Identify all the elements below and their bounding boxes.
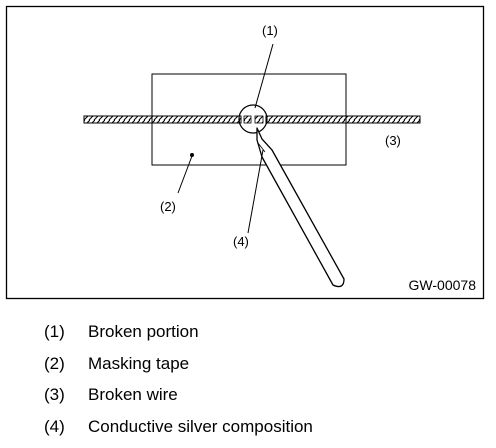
legend: (1) Broken portion (2) Masking tape (3) …	[44, 322, 313, 448]
callout-3: (3)	[385, 133, 401, 148]
legend-item: (2) Masking tape	[44, 354, 313, 386]
legend-item: (4) Conductive silver composition	[44, 417, 313, 448]
leader-2	[177, 155, 193, 194]
legend-number: (4)	[44, 416, 65, 436]
leader-1	[254, 43, 274, 109]
callout-1: (1)	[262, 23, 278, 38]
broken-wire	[83, 115, 421, 124]
legend-number: (3)	[44, 385, 65, 404]
legend-item: (1) Broken portion	[44, 322, 313, 354]
leader-4	[247, 149, 264, 234]
repair-diagram: (1) (2) (3) (4) GW-00078	[5, 5, 485, 300]
legend-number: (1)	[44, 322, 65, 341]
silver-pen	[256, 127, 345, 288]
legend-text: Broken wire	[88, 385, 178, 404]
figure-id: GW-00078	[409, 277, 477, 293]
legend-number: (2)	[44, 353, 65, 373]
legend-text: Conductive silver composition	[88, 416, 313, 436]
figure-frame	[5, 5, 485, 300]
tape-point	[190, 153, 194, 157]
legend-text: Masking tape	[88, 353, 190, 373]
legend-text: Broken portion	[88, 322, 199, 341]
broken-portion-circle	[238, 104, 268, 134]
callout-4: (4)	[233, 234, 249, 249]
legend-item: (3) Broken wire	[44, 385, 313, 417]
callout-2: (2)	[160, 199, 176, 214]
